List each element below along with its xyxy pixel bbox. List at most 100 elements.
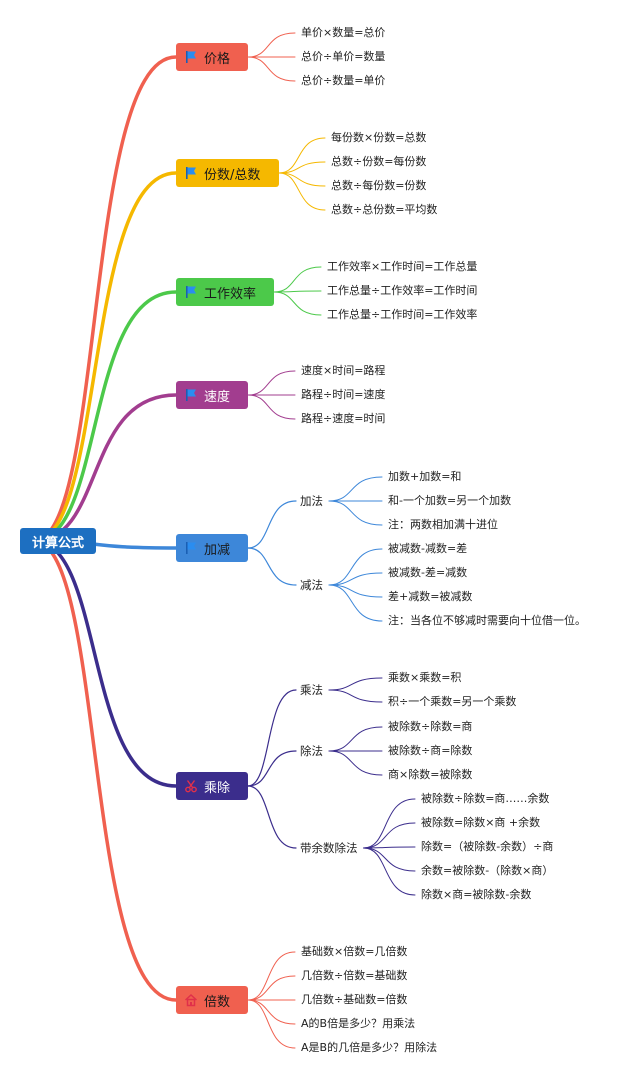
branch-label: 乘除 <box>204 780 231 796</box>
leaf-connector <box>363 798 416 849</box>
formula-leaf[interactable]: 路程÷速度=时间 <box>301 412 386 425</box>
leaf-connector <box>278 172 326 211</box>
formula-leaf[interactable]: 总数÷总份数=平均数 <box>331 203 438 216</box>
formula-leaf[interactable]: 工作总量÷工作效率=工作时间 <box>327 284 478 297</box>
leaf-connector <box>363 847 416 872</box>
formula-leaf[interactable]: 商×除数=被除数 <box>388 768 473 781</box>
branch-label: 加减 <box>204 542 231 558</box>
branch-label: 工作效率 <box>204 286 257 302</box>
flag-icon <box>184 166 198 180</box>
leaf-connector <box>328 726 383 752</box>
flag-icon <box>184 285 198 299</box>
formula-leaf[interactable]: 工作总量÷工作时间=工作效率 <box>327 308 478 321</box>
formula-leaf[interactable]: 被除数÷除数=商……余数 <box>421 792 550 805</box>
branch-node-2[interactable]: 工作效率 <box>176 278 274 306</box>
formula-leaf[interactable]: 几倍数÷基础数=倍数 <box>301 993 408 1006</box>
formula-leaf[interactable]: 速度×时间=路程 <box>301 364 386 377</box>
home-icon <box>184 993 198 1007</box>
formula-leaf[interactable]: 总价÷单价=数量 <box>301 50 386 63</box>
formula-leaf[interactable]: A的B倍是多少？用乘法 <box>301 1017 416 1030</box>
branch-node-3[interactable]: 速度 <box>176 381 248 409</box>
formula-leaf[interactable]: 几倍数÷倍数=基础数 <box>301 969 408 982</box>
leaf-connector <box>247 975 296 1001</box>
leaf-connector <box>247 56 296 82</box>
formula-leaf[interactable]: A是B的几倍是多少？用除法 <box>301 1041 438 1054</box>
leaf-connector <box>278 161 326 174</box>
formula-leaf[interactable]: 工作效率×工作时间=工作总量 <box>327 260 478 273</box>
leaf-connector <box>247 951 296 1001</box>
leaf-connector <box>328 689 383 703</box>
sub-connector <box>247 500 297 549</box>
formula-leaf[interactable]: 被除数=除数×商 +余数 <box>421 816 541 829</box>
leaf-connector <box>363 846 416 849</box>
branch-connector-6 <box>32 539 178 1002</box>
formula-leaf[interactable]: 总价÷数量=单价 <box>301 74 386 87</box>
group-label[interactable]: 减法 <box>300 578 323 592</box>
leaf-connector <box>328 476 383 502</box>
branch-connector-1 <box>32 171 178 543</box>
branch-label: 价格 <box>204 51 231 67</box>
branch-label: 份数/总数 <box>204 167 261 183</box>
formula-leaf[interactable]: 和-一个加数=另一个加数 <box>388 494 512 507</box>
leaf-connector <box>328 500 383 526</box>
formula-leaf[interactable]: 被除数÷除数=商 <box>388 720 473 733</box>
formula-leaf[interactable]: 每份数×份数=总数 <box>331 131 427 144</box>
branch-label: 倍数 <box>204 994 231 1010</box>
branch-node-1[interactable]: 份数/总数 <box>176 159 279 187</box>
branch-connector-5 <box>32 539 178 788</box>
formula-leaf[interactable]: 路程÷时间=速度 <box>301 388 386 401</box>
formula-leaf[interactable]: 基础数×倍数=几倍数 <box>301 945 408 958</box>
leaf-connector <box>273 266 322 293</box>
leaf-connector <box>363 822 416 849</box>
branch-node-6[interactable]: 倍数 <box>176 986 248 1014</box>
branch-connector-2 <box>32 290 178 543</box>
formula-leaf[interactable]: 被减数-减数=差 <box>388 542 468 555</box>
sub-connector <box>247 750 297 787</box>
leaf-connector <box>363 847 416 896</box>
flag-icon <box>184 541 198 555</box>
formula-leaf[interactable]: 总数÷份数=每份数 <box>331 155 427 168</box>
group-label[interactable]: 加法 <box>300 494 323 508</box>
formula-leaf[interactable]: 单价×数量=总价 <box>301 26 386 39</box>
formula-leaf[interactable]: 注：两数相加满十进位 <box>388 518 498 531</box>
leaf-connector <box>328 750 383 776</box>
sub-connector <box>247 689 297 787</box>
leaf-connector <box>247 394 296 420</box>
formula-leaf[interactable]: 乘数×乘数=积 <box>388 671 462 684</box>
leaf-connector <box>247 32 296 58</box>
formula-leaf[interactable]: 差+减数=被减数 <box>388 590 473 603</box>
leaf-connector <box>328 572 383 586</box>
leaf-connector <box>247 999 296 1049</box>
formula-leaf[interactable]: 被除数÷商=除数 <box>388 744 473 757</box>
branch-node-5[interactable]: 乘除 <box>176 772 248 800</box>
formula-leaf[interactable]: 被减数-差=减数 <box>388 566 468 579</box>
branch-node-4[interactable]: 加减 <box>176 534 248 562</box>
leaf-connector <box>273 291 322 316</box>
leaf-connector <box>247 370 296 396</box>
branch-label: 速度 <box>204 389 231 405</box>
formula-leaf[interactable]: 加数+加数=和 <box>388 470 462 483</box>
group-label[interactable]: 带余数除法 <box>300 841 358 855</box>
leaf-connector <box>328 548 383 586</box>
group-label[interactable]: 除法 <box>300 744 323 758</box>
root-node[interactable]: 计算公式 <box>20 528 96 554</box>
leaf-connector <box>328 677 383 691</box>
sub-connector <box>247 785 297 849</box>
leaf-connector <box>247 999 296 1025</box>
formula-leaf[interactable]: 除数×商=被除数-余数 <box>421 888 532 901</box>
formula-leaf[interactable]: 注：当各位不够减时需要向十位借一位。 <box>388 614 586 627</box>
scissors-icon <box>184 779 198 793</box>
formula-leaf[interactable]: 除数=（被除数-余数）÷商 <box>421 840 554 853</box>
leaf-connector <box>328 584 383 622</box>
flag-icon <box>184 50 198 64</box>
flag-icon <box>184 388 198 402</box>
leaf-connector <box>278 137 326 174</box>
formula-leaf[interactable]: 余数=被除数-（除数×商） <box>421 864 554 877</box>
sub-connector <box>247 547 297 586</box>
branch-connector-0 <box>32 55 178 543</box>
formula-leaf[interactable]: 积÷一个乘数=另一个乘数 <box>388 695 517 708</box>
group-label[interactable]: 乘法 <box>300 683 323 697</box>
branch-node-0[interactable]: 价格 <box>176 43 248 71</box>
formula-leaf[interactable]: 总数÷每份数=份数 <box>331 179 427 192</box>
